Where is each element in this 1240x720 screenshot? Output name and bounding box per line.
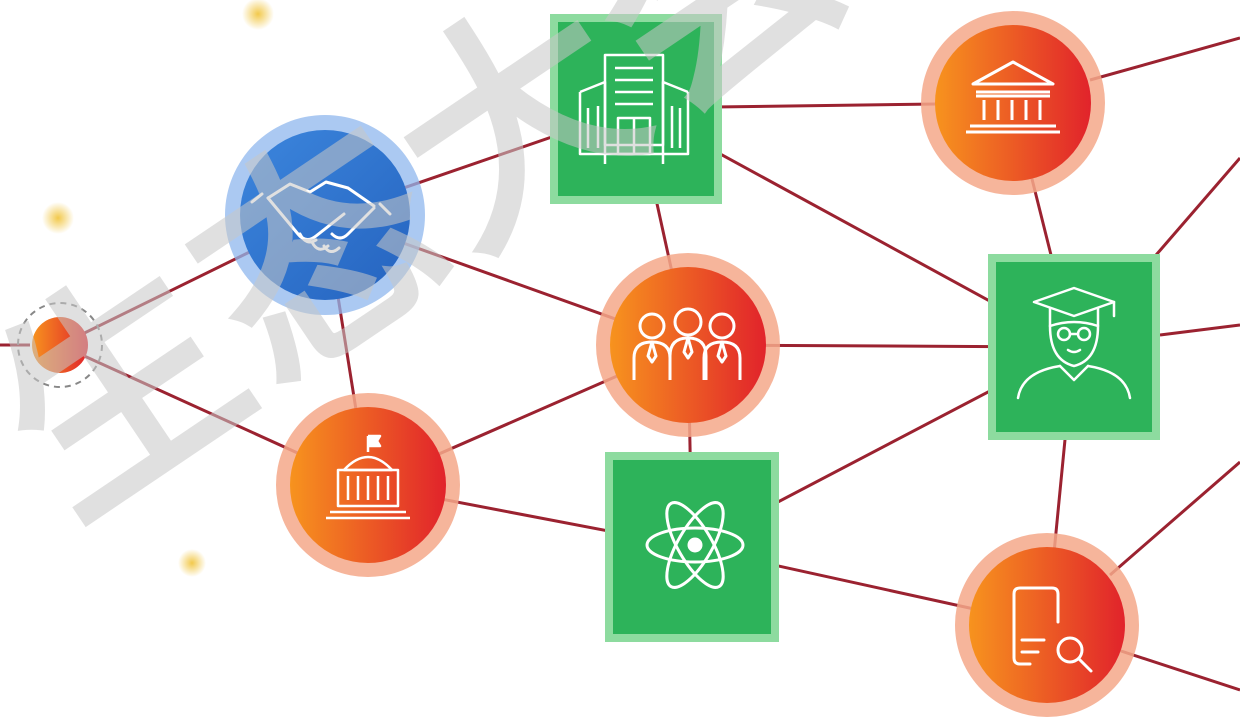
node-research: [955, 533, 1139, 717]
graduate-icon: [1016, 286, 1132, 400]
dashed-ring: [17, 302, 103, 388]
atom-icon: [645, 501, 745, 589]
connection-line: [1089, 36, 1240, 82]
node-graduate: [988, 254, 1160, 440]
node-small-dot: [17, 302, 103, 388]
team-icon: [632, 307, 742, 380]
sparkle-dot: [42, 202, 74, 234]
node-handshake: [225, 115, 425, 315]
document-search-icon: [1012, 586, 1093, 673]
handshake-icon: [250, 180, 392, 253]
connection-line: [1159, 323, 1240, 337]
outgoing-lines: [0, 36, 1240, 692]
node-office-building: [550, 14, 722, 204]
connection-line: [1117, 648, 1240, 692]
node-circle: [32, 317, 88, 373]
node-atom: [605, 452, 779, 642]
node-government: [276, 393, 460, 577]
connection-line: [1109, 460, 1240, 577]
sparkle-dot: [178, 549, 206, 577]
sparkle-dot: [242, 0, 274, 30]
decorative-dots: [42, 0, 274, 577]
connection-line: [1148, 157, 1240, 263]
bank-icon: [966, 60, 1060, 134]
government-building-icon: [326, 434, 410, 520]
node-team: [596, 253, 780, 437]
node-bank: [921, 11, 1105, 195]
office-building-icon: [578, 53, 690, 164]
